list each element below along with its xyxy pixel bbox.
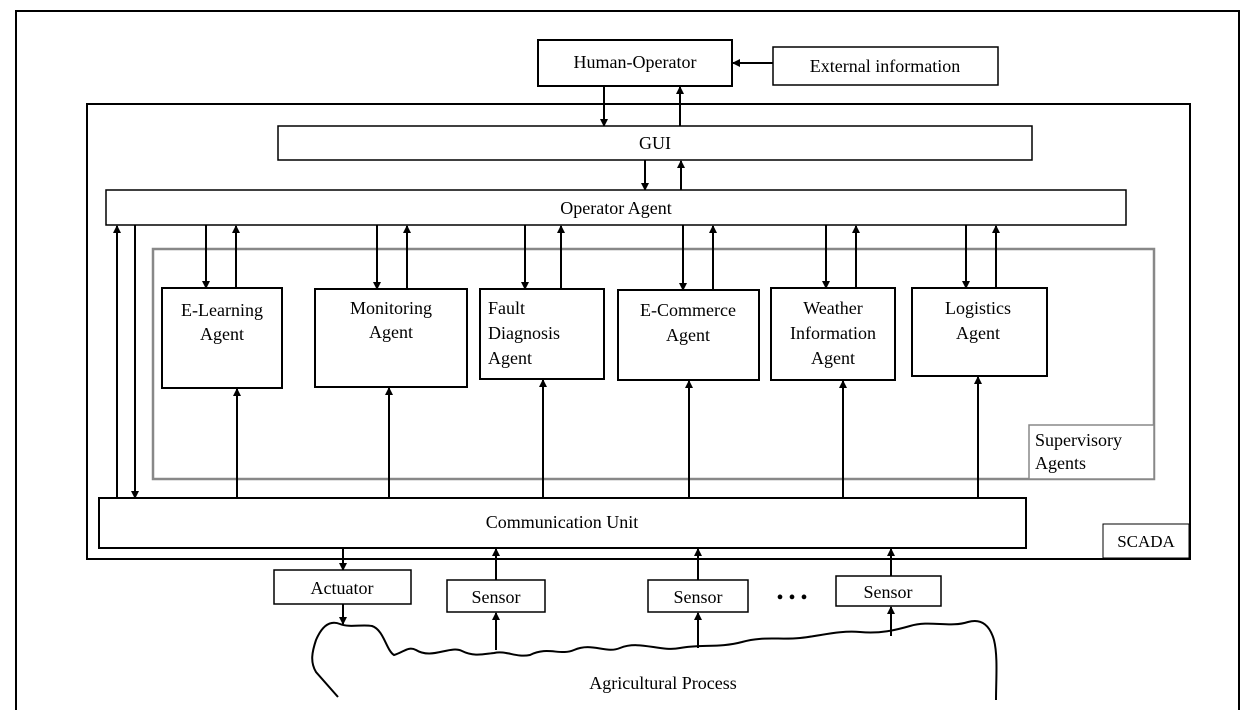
actuator-box bbox=[273, 569, 412, 605]
agent-weather-information-line-1: Weather bbox=[803, 298, 863, 318]
agent-weather-information-line-3: Agent bbox=[811, 348, 855, 368]
agent-ecommerce: E-Commerce Agent bbox=[617, 289, 760, 381]
agent-elearning: E-Learning Agent bbox=[161, 287, 283, 389]
agent-fault-diagnosis-line-2: Diagnosis bbox=[488, 323, 560, 343]
agent-fault-diagnosis-box bbox=[479, 288, 605, 380]
agent-weather-information: Weather Information Agent bbox=[770, 287, 896, 381]
operator-agent-to-agent-arrows bbox=[202, 225, 1000, 291]
agent-monitoring-line-2: Agent bbox=[369, 322, 413, 342]
agent-elearning-line-1: E-Learning bbox=[181, 300, 263, 320]
agent-logistics: Logistics Agent bbox=[911, 287, 1048, 377]
agent-logistics-box bbox=[911, 287, 1048, 377]
operator-agent-box bbox=[105, 189, 1127, 226]
agent-weather-information-box bbox=[770, 287, 896, 381]
gui-box bbox=[277, 125, 1033, 161]
operator-agent-label: Operator Agent bbox=[560, 198, 671, 218]
agent-weather-information-line-2: Information bbox=[790, 323, 876, 343]
human-operator-label: Human-Operator bbox=[574, 52, 697, 72]
agent-logistics-line-1: Logistics bbox=[945, 298, 1011, 318]
agricultural-process-label: Agricultural Process bbox=[589, 673, 736, 693]
sensor-2-box bbox=[647, 579, 749, 613]
agent-logistics-line-2: Agent bbox=[956, 323, 1000, 343]
agent-ecommerce-line-1: E-Commerce bbox=[640, 300, 736, 320]
agent-elearning-box bbox=[161, 287, 283, 389]
agent-fault-diagnosis-line-1: Fault bbox=[488, 298, 525, 318]
supervisory-agents-label-box bbox=[1028, 424, 1155, 480]
supervisory-agents-label-line-2: Agents bbox=[1035, 453, 1086, 473]
scada-label: SCADA bbox=[1117, 532, 1175, 551]
scada-boundary bbox=[86, 103, 1191, 560]
agent-fault-diagnosis-line-3: Agent bbox=[488, 348, 532, 368]
external-information-label: External information bbox=[810, 56, 960, 76]
sensor-3-label: Sensor bbox=[864, 582, 913, 602]
scada-label-box bbox=[1102, 523, 1190, 559]
sensor-ellipsis: • • • bbox=[776, 587, 807, 609]
communication-unit-box bbox=[98, 497, 1027, 549]
sensor-3-box bbox=[835, 575, 942, 607]
figure-frame bbox=[15, 10, 1240, 710]
agent-ecommerce-line-2: Agent bbox=[666, 325, 710, 345]
agent-ecommerce-box bbox=[617, 289, 760, 381]
sensor-1-label: Sensor bbox=[472, 587, 521, 607]
supervisory-agents-boundary bbox=[151, 247, 1156, 481]
agent-monitoring-line-1: Monitoring bbox=[350, 298, 432, 318]
supervisory-agents-label-line-1: Supervisory bbox=[1035, 430, 1122, 450]
gui-label: GUI bbox=[639, 133, 671, 153]
actuator-label: Actuator bbox=[311, 578, 374, 598]
communication-to-agent-arrows bbox=[233, 376, 982, 498]
sensor-2-label: Sensor bbox=[674, 587, 723, 607]
sensor-1-box bbox=[446, 579, 546, 613]
agricultural-process-outline bbox=[311, 620, 998, 701]
external-information-box bbox=[772, 46, 999, 86]
agent-elearning-line-2: Agent bbox=[200, 324, 244, 344]
agent-monitoring-box bbox=[314, 288, 468, 388]
communication-unit-label: Communication Unit bbox=[486, 512, 639, 532]
agent-monitoring: Monitoring Agent bbox=[314, 288, 468, 388]
agent-fault-diagnosis: Fault Diagnosis Agent bbox=[479, 288, 605, 380]
